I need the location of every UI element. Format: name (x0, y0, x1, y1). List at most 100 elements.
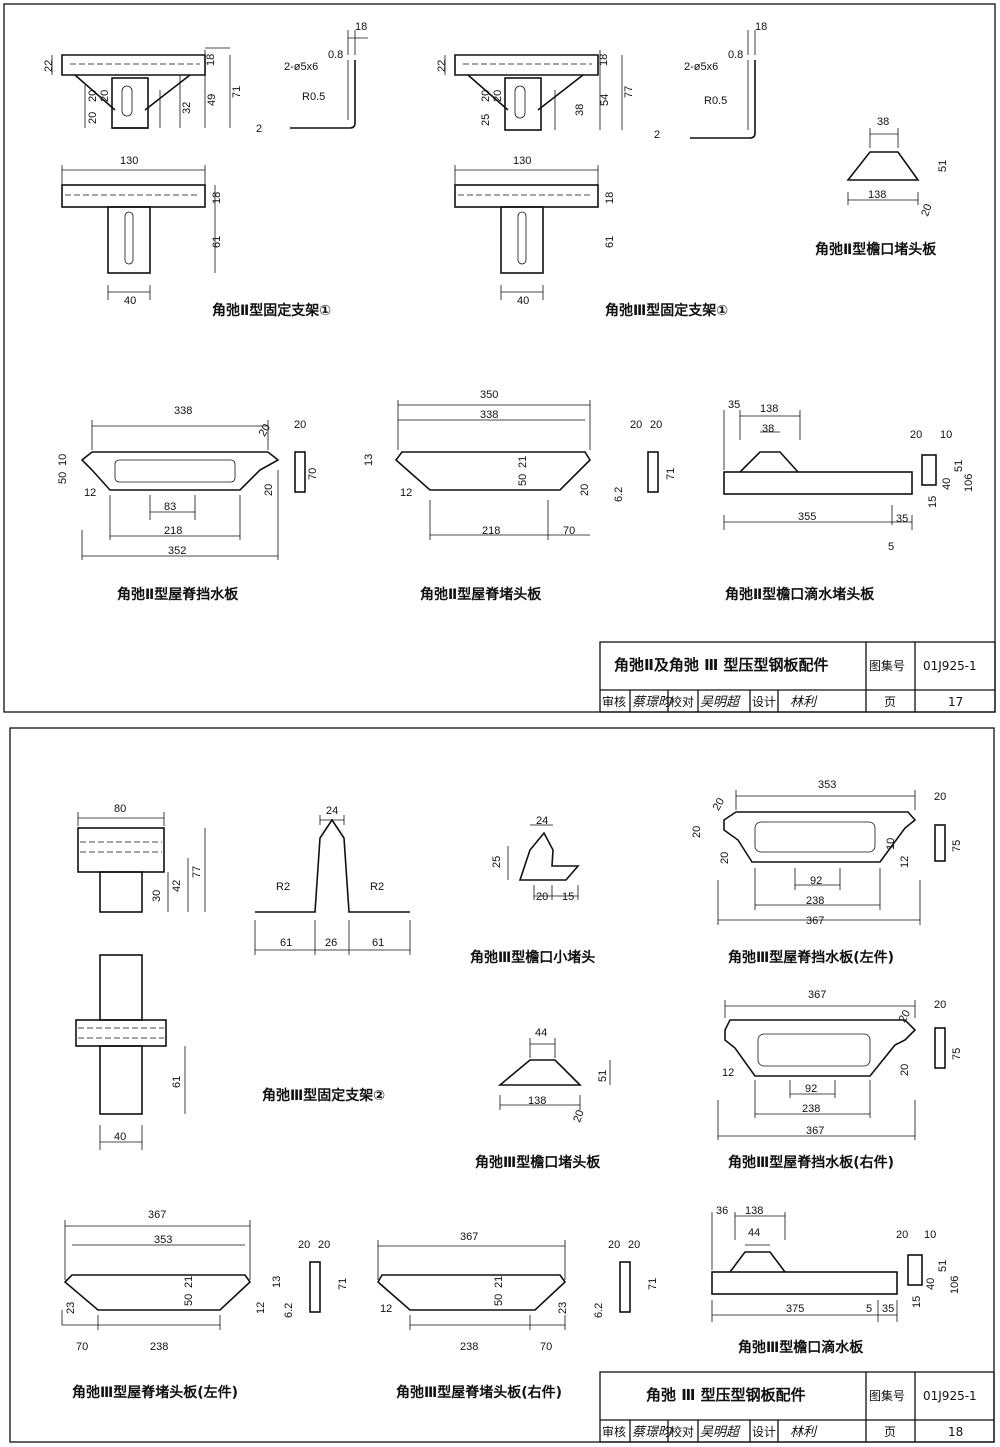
dim-rw-s70: 70 (307, 468, 319, 480)
dim-rp-21: 21 (517, 456, 529, 468)
bracket-3b-plan: 61 40 (75, 954, 186, 1150)
signature-review-17: 蔡璟昀 (632, 695, 673, 710)
ridge-plug-right: 367 21 50 12 23 238 70 20 20 71 6.2 (376, 1231, 659, 1353)
dim-rp-s20a: 20 (630, 419, 642, 431)
caption-ridge-left: 角弛Ⅲ型屋脊挡水板(左件) (728, 949, 894, 966)
dim-b2-61: 61 (211, 236, 223, 248)
review-label-17: 审核 (602, 694, 626, 709)
dim-pr-61a: 61 (280, 937, 292, 949)
dim-sp-24: 24 (536, 815, 548, 827)
title-block-18: 角弛 Ⅲ 型压型钢板配件 图集号 01J925-1 审核 蔡璟昀 校对 吴明超 … (599, 1371, 995, 1443)
signature-check-18: 吴明超 (700, 1425, 741, 1440)
signature-design-17: 林利 (790, 695, 818, 710)
page-no-18: 18 (948, 1425, 963, 1439)
dim-dr-5: 5 (866, 1303, 872, 1315)
dim-ed-35: 35 (728, 399, 740, 411)
design-label-17: 设计 (752, 695, 776, 709)
caption-rplug-left: 角弛Ⅲ型屋脊堵头板(左件) (72, 1384, 238, 1401)
dim-dr-106: 106 (949, 1276, 961, 1294)
dim-fb-61: 61 (171, 1076, 183, 1088)
dim-fb-77: 77 (191, 866, 203, 878)
dim-sp-25: 25 (491, 856, 503, 868)
caption-drip-3: 角弛Ⅲ型檐口滴水板 (738, 1339, 864, 1356)
dim-rr-238: 238 (802, 1103, 820, 1115)
dim-ed-106: 106 (963, 474, 975, 492)
clip-2-detail: 18 0.8 2-ø5x6 R0.5 2 (256, 21, 368, 135)
ridge-plug-left: 367 353 21 50 23 12 13 70 238 20 20 71 6… (61, 1209, 349, 1353)
dim-dr-51: 51 (937, 1260, 949, 1272)
bracket-3b-elevation: 80 30 42 77 (77, 803, 206, 913)
dim-c3-2: 2 (654, 129, 660, 141)
dim-pr-61b: 61 (372, 937, 384, 949)
caption-ridge-right: 角弛Ⅲ型屋脊挡水板(右件) (728, 1154, 894, 1171)
title-block-17: 角弛Ⅱ及角弛 Ⅲ 型压型钢板配件 图集号 01J925-1 审核 蔡璟昀 校对 … (599, 641, 996, 713)
dim-b2-18b: 18 (211, 192, 223, 204)
dim-rp-350: 350 (480, 389, 498, 401)
dim-c2-08: 0.8 (328, 49, 343, 61)
caption-bracket-3b: 角弛Ⅲ型固定支架② (262, 1087, 385, 1104)
dim-ed-5: 5 (888, 541, 894, 553)
caption-eave-plug-2: 角弛Ⅱ型檐口堵头板 (815, 241, 937, 258)
dim-ep2-51: 51 (937, 160, 949, 172)
dim-b3-38: 38 (574, 104, 586, 116)
caption-ridge-water-2: 角弛Ⅱ型屋脊挡水板 (117, 586, 239, 603)
dim-b3-40: 40 (517, 295, 529, 307)
dim-ep2-20: 20 (919, 202, 934, 218)
atlas-no-17: 01J925-1 (923, 659, 977, 673)
dim-rr-12: 12 (722, 1067, 734, 1079)
check-label-17: 校对 (670, 694, 694, 709)
sheet-17-frame (3, 3, 996, 713)
dim-dr-40: 40 (925, 1278, 937, 1290)
dim-b3-25: 25 (480, 114, 492, 126)
eave-plug-2: 38 138 51 20 (846, 116, 949, 218)
dim-rw-83: 83 (164, 501, 176, 513)
dim-ed-10: 10 (940, 429, 952, 441)
bracket-3-plan: 130 18 61 40 (454, 155, 616, 307)
dim-ed-38: 38 (762, 423, 774, 435)
dim-rl-s20: 20 (934, 791, 946, 803)
dim-c2-hole: 2-ø5x6 (284, 61, 318, 73)
dim-ed-20: 20 (910, 429, 922, 441)
review-label-18: 审核 (602, 1424, 626, 1439)
dim-b2-22: 22 (43, 60, 55, 72)
caption-ridge-plug-2: 角弛Ⅱ型屋脊堵头板 (420, 586, 542, 603)
dim-pl-s71: 71 (337, 1278, 349, 1290)
dim-pl-13: 13 (271, 1276, 283, 1288)
dim-rp-13: 13 (363, 454, 375, 466)
dim-sp-20: 20 (536, 891, 548, 903)
dim-pq-12: 12 (380, 1303, 392, 1315)
ridge-water-2: 338 83 218 352 20 20 50 10 12 20 70 (57, 405, 319, 560)
dim-pq-s62: 6.2 (593, 1303, 605, 1318)
dim-ed-35b: 35 (896, 513, 908, 525)
dim-c2-18: 18 (355, 21, 367, 33)
dim-b2-18: 18 (205, 54, 217, 66)
ridge-water-right: 367 20 20 12 92 238 367 20 75 (717, 989, 963, 1140)
dim-ep2-138: 138 (868, 189, 886, 201)
dim-pl-s20b: 20 (318, 1239, 330, 1251)
dim-b3-22: 22 (436, 60, 448, 72)
dim-rl-20a: 20 (711, 796, 728, 813)
profile-section: 24 R2 R2 61 26 61 (254, 805, 411, 955)
atlas-label-17: 图集号 (869, 658, 905, 673)
caption-eave-drip-2: 角弛Ⅱ型檐口滴水堵头板 (725, 586, 875, 603)
caption-rplug-right: 角弛Ⅲ型屋脊堵头板(右件) (396, 1384, 562, 1401)
dim-b3-18: 18 (598, 54, 610, 66)
dim-b2-20c: 20 (87, 112, 99, 124)
dim-pq-s20b: 20 (628, 1239, 640, 1251)
dim-rr-20b: 20 (899, 1064, 911, 1076)
page-label-18: 页 (884, 1425, 896, 1439)
dim-b3-130: 130 (513, 155, 531, 167)
eave-plug-3: 44 138 51 20 (497, 1027, 611, 1124)
design-label-18: 设计 (752, 1425, 776, 1439)
dim-c2-2: 2 (256, 123, 262, 135)
dim-rp-s71: 71 (665, 468, 677, 480)
title-17: 角弛Ⅱ及角弛 Ⅲ 型压型钢板配件 (614, 656, 829, 674)
dim-pl-238: 238 (150, 1341, 168, 1353)
dim-c3-08: 0.8 (728, 49, 743, 61)
dim-b3-20a: 20 (480, 90, 492, 102)
dim-c3-hole: 2-ø5x6 (684, 61, 718, 73)
dim-rl-20b: 20 (691, 826, 703, 838)
dim-pq-s71: 71 (647, 1278, 659, 1290)
dim-ep3-51: 51 (597, 1070, 609, 1082)
